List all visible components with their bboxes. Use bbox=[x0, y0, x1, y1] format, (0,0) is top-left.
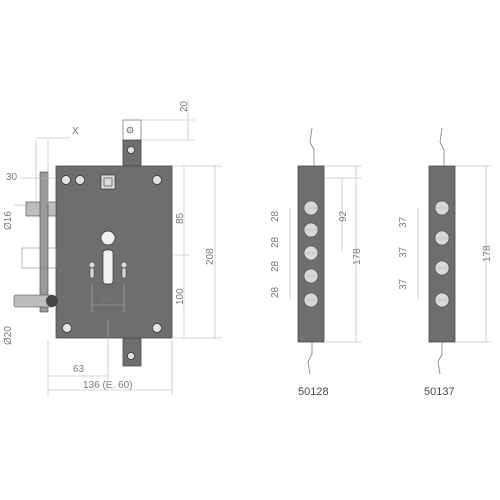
cylinder-keyhole bbox=[100, 230, 116, 246]
strip-a-height-inner: 92 bbox=[338, 210, 349, 222]
strip-a-pitch-label: 28 bbox=[270, 210, 281, 222]
cylinder-hole bbox=[120, 261, 128, 269]
dim-backset-side: 30 bbox=[6, 172, 18, 183]
case-screw bbox=[75, 175, 85, 185]
cylinder-hole-slot bbox=[89, 267, 95, 279]
lock-case bbox=[55, 165, 173, 339]
case-screw bbox=[62, 323, 72, 333]
bottom-tab-screw bbox=[127, 352, 135, 360]
spindle-square bbox=[100, 174, 116, 190]
strip-b-pitch-label: 37 bbox=[398, 246, 409, 258]
bottom-tab bbox=[122, 337, 142, 367]
top-tab-hole bbox=[126, 126, 134, 134]
strip-plate bbox=[428, 165, 456, 343]
dim-lower-height: 100 bbox=[175, 288, 186, 305]
strip-50137 bbox=[417, 127, 492, 375]
lock-assembly bbox=[13, 119, 173, 367]
dim-total-height: 208 bbox=[205, 248, 216, 265]
strip-b-pitch-label: 37 bbox=[398, 216, 409, 228]
strip-b-height-outer: 178 bbox=[482, 245, 493, 262]
dim-x-mark: X bbox=[72, 126, 79, 137]
dim-latch-dia: Ø20 bbox=[3, 326, 14, 345]
lock-dimension-lines bbox=[14, 100, 222, 395]
strip-top-hook bbox=[439, 127, 445, 166]
bolt-faceplate bbox=[39, 171, 49, 313]
spindle-square-inner bbox=[103, 177, 113, 187]
strip-bottom-hook bbox=[437, 342, 443, 375]
dim-center-width: 63 bbox=[73, 364, 85, 375]
dim-upper-height: 85 bbox=[175, 212, 186, 224]
cylinder-hole bbox=[88, 261, 96, 269]
top-tab-screw bbox=[127, 146, 135, 154]
case-screw bbox=[61, 175, 71, 185]
case-screw bbox=[152, 323, 162, 333]
strip-a-pitch-label: 28 bbox=[270, 236, 281, 248]
dim-top-offset: 20 bbox=[179, 100, 190, 112]
strip-top-hook bbox=[309, 127, 315, 166]
strip-a-pitch-label: 28 bbox=[270, 260, 281, 272]
cylinder-hole-slot bbox=[121, 267, 127, 279]
case-screw bbox=[152, 175, 162, 185]
cylinder-slot bbox=[102, 249, 114, 285]
strip-a-pitch-label: 28 bbox=[270, 286, 281, 298]
strip-bottom-hook bbox=[307, 342, 313, 375]
dim-body-width: 136 (E. 60) bbox=[83, 380, 132, 391]
strip-a-code: 50128 bbox=[298, 386, 329, 398]
latch-end bbox=[46, 295, 58, 307]
dim-bolt-dia: Ø16 bbox=[3, 211, 14, 230]
strip-a-height-outer: 178 bbox=[352, 248, 363, 265]
strip-50128 bbox=[289, 127, 362, 375]
strip-b-code: 50137 bbox=[424, 386, 455, 398]
dim-cyl-spacing: 38 bbox=[101, 294, 113, 305]
strip-b-pitch-label: 37 bbox=[398, 278, 409, 290]
dead-bolt bbox=[21, 247, 57, 269]
